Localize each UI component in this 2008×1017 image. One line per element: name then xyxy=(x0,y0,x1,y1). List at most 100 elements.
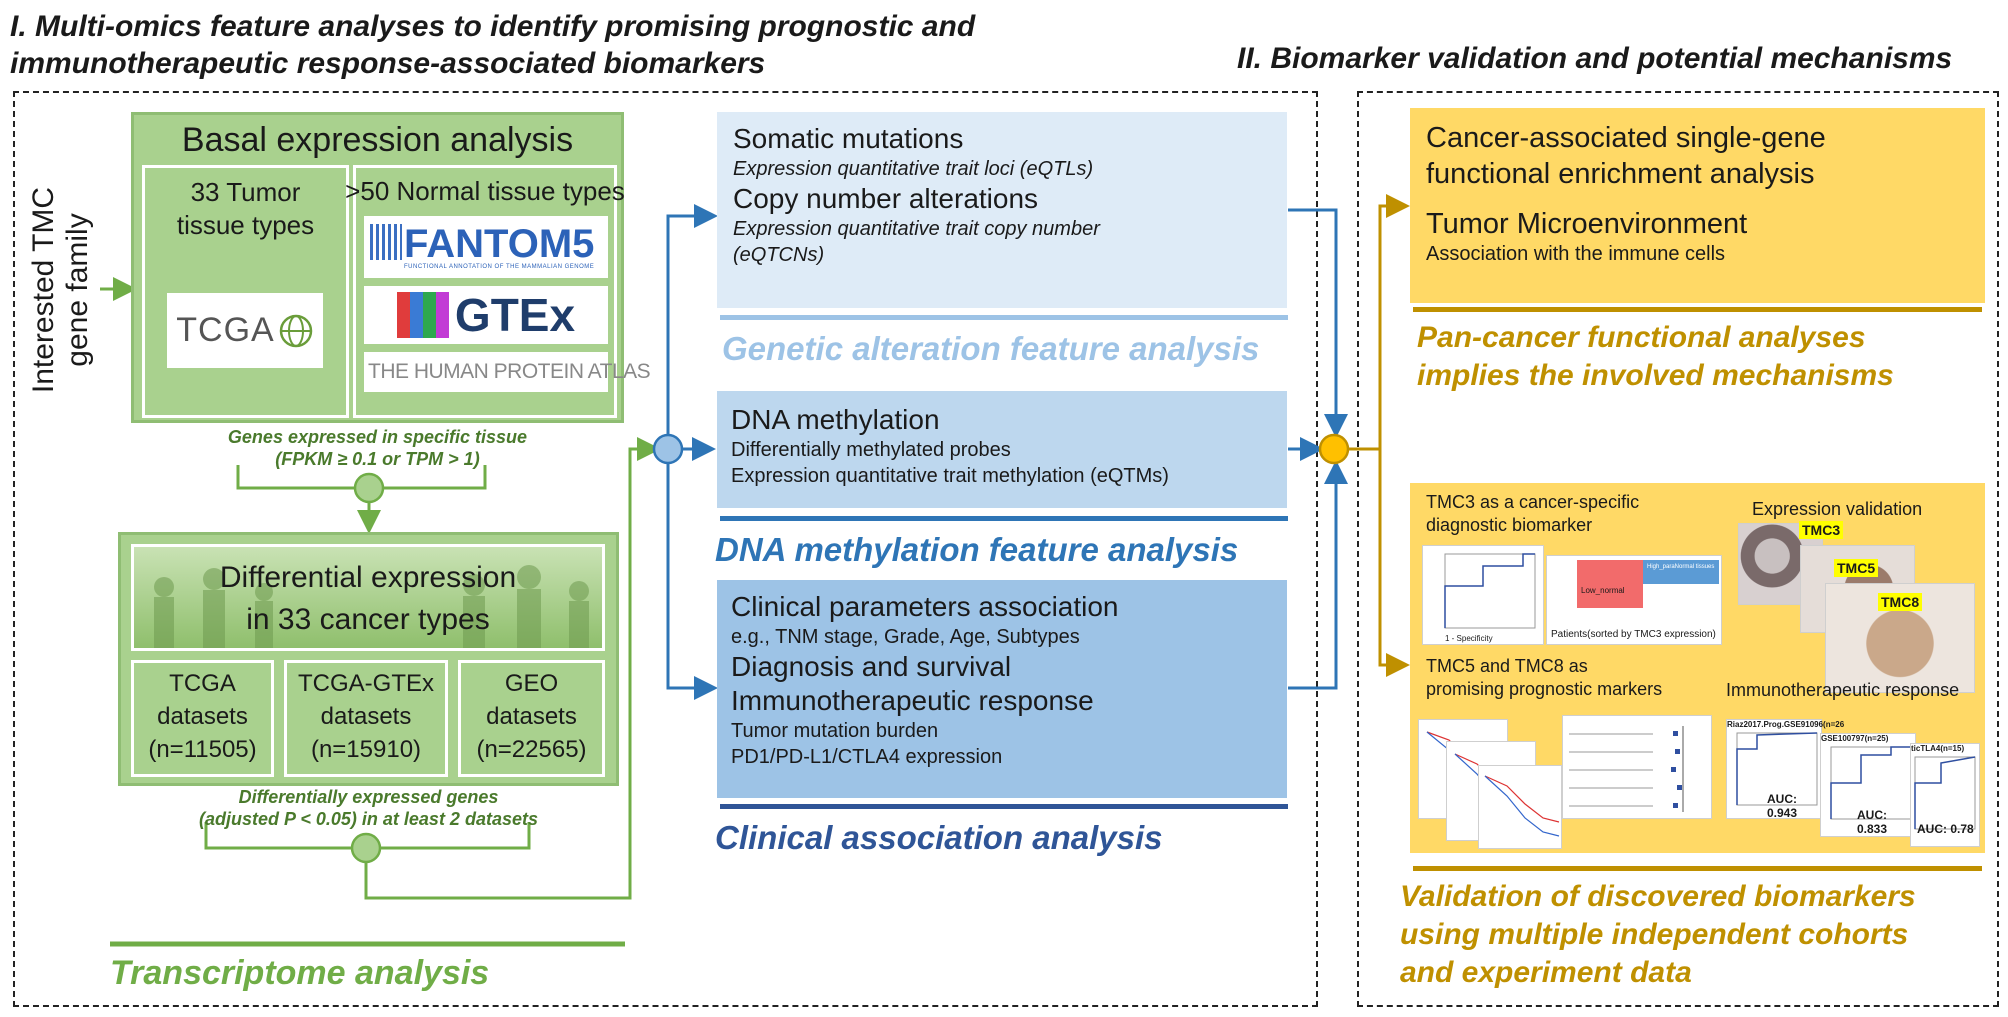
tme-sub: Association with the immune cells xyxy=(1426,243,1726,265)
tumor-tissue-box: 33 Tumor tissue types TCGA xyxy=(142,165,349,418)
basal-right-line xyxy=(382,465,487,490)
functional-heading-line1: Cancer-associated single-gene xyxy=(1426,122,1826,154)
diff-title-box: Differential expression in 33 cancer typ… xyxy=(131,544,605,651)
right-panel xyxy=(1357,91,1999,1007)
validation-box: TMC3 as a cancer-specific diagnostic bio… xyxy=(1410,483,1985,853)
genetic-to-hub xyxy=(1288,208,1348,438)
auc-value-3: AUC: 0.78 xyxy=(1917,822,1974,836)
hub-to-validation xyxy=(1378,449,1410,677)
dataset-count: (n=11505) xyxy=(148,736,257,763)
hpa-logo: THE HUMAN PROTEIN ATLAS xyxy=(364,352,651,392)
diff-title-line2: in 33 cancer types xyxy=(246,603,490,636)
dna-methylation-heading: DNA methylation xyxy=(731,404,940,435)
tag-tmc5: TMC5 xyxy=(1834,559,1879,577)
right-section-title: II. Biomarker validation and potential m… xyxy=(1237,42,1953,75)
tmc3-diagnostic-label: TMC3 as a cancer-specific diagnostic bio… xyxy=(1426,491,1639,537)
left-section-title: I. Multi-omics feature analyses to ident… xyxy=(10,8,975,82)
basal-left-line xyxy=(236,465,357,490)
dmp-label: Differentially methylated probes xyxy=(731,439,1011,461)
input-label: Interested TMC gene family xyxy=(27,186,94,394)
copy-number-alterations: Copy number alterations xyxy=(733,183,1039,214)
tmc3-roc-thumbnail: 1 - Specificity xyxy=(1422,545,1544,645)
dataset-sub: datasets xyxy=(157,703,248,730)
dna-methylation-box: DNA methylation Differentially methylate… xyxy=(717,391,1287,508)
clinical-parameters-heading: Clinical parameters association xyxy=(731,591,1119,622)
heatmap-low-label: Low_normal xyxy=(1581,586,1625,595)
hub-to-functional xyxy=(1348,194,1410,451)
eqtm-label: Expression quantitative trait methylatio… xyxy=(731,465,1169,487)
basal-caption-line2: (FPKM ≥ 0.1 or TPM > 1) xyxy=(275,449,480,469)
merge-node-2 xyxy=(350,832,382,864)
genetic-alteration-box: Somatic mutations Expression quantitativ… xyxy=(717,112,1287,308)
dataset-box-tcga-gtex: TCGA-GTEx datasets (n=15910) xyxy=(284,660,448,777)
dataset-name: TCGA-GTEx xyxy=(298,670,434,697)
yellow-hub-node xyxy=(1318,433,1350,465)
left-title-line2: immunotherapeutic response-associated bi… xyxy=(10,47,766,80)
dataset-sub: datasets xyxy=(486,703,577,730)
functional-rule xyxy=(1413,307,1982,312)
tag-tmc8: TMC8 xyxy=(1878,593,1923,611)
diff-caption-line2: (adjusted P < 0.05) in at least 2 datase… xyxy=(199,809,538,829)
differential-expression-box: Differential expression in 33 cancer typ… xyxy=(118,532,619,786)
roc2-title: GSE100797(n=25) xyxy=(1821,734,1889,743)
tmc3-heatmap-thumbnail: Low_normal High_paraNormal tissues Patie… xyxy=(1546,555,1722,645)
roc3-title: ticTLA4(n=15) xyxy=(1911,744,1965,753)
hub-to-clinical xyxy=(666,463,718,700)
gtex-logo: GTEx xyxy=(364,286,608,344)
diagnosis-survival-heading: Diagnosis and survival xyxy=(731,651,1012,682)
diff-title: Differential expression in 33 cancer typ… xyxy=(134,557,602,641)
tme-heading: Tumor Microenvironment xyxy=(1426,208,1748,240)
pd1-label: PD1/PD-L1/CTLA4 expression xyxy=(731,746,1003,768)
dataset-count: (n=22565) xyxy=(476,736,587,763)
survival-curve-icon xyxy=(1484,775,1560,837)
tmb-label: Tumor mutation burden xyxy=(731,720,939,742)
genetic-rule xyxy=(720,315,1288,320)
functional-heading-line2: functional enrichment analysis xyxy=(1426,158,1815,190)
fantom5-subtext: FUNCTIONAL ANNOTATION OF THE MAMMALIAN G… xyxy=(404,264,595,270)
to-hub-line xyxy=(364,437,661,900)
prognostic-label-line1: TMC5 and TMC8 as xyxy=(1426,656,1588,676)
fantom5-logo: FANTOM5 FUNCTIONAL ANNOTATION OF THE MAM… xyxy=(364,216,608,278)
eqtcn-label: Expression quantitative trait copy numbe… xyxy=(733,218,1100,266)
input-label-wrap: Interested TMC gene family xyxy=(16,160,106,420)
clinical-rule xyxy=(720,804,1288,809)
crowd-silhouette-icon xyxy=(154,565,589,648)
genetic-label: Genetic alteration feature analysis xyxy=(722,330,1260,367)
roc-curve-icon xyxy=(1914,756,1976,830)
functional-label: Pan-cancer functional analyses implies t… xyxy=(1417,319,1894,395)
tag-tmc3: TMC3 xyxy=(1799,521,1844,539)
immuno-roc-2: GSE100797(n=25) AUC: 0.833 xyxy=(1820,733,1916,837)
transcriptome-label: Transcriptome analysis xyxy=(110,954,490,992)
dna-icon xyxy=(396,292,449,338)
diff-right-line xyxy=(380,822,531,850)
validation-label: Validation of discovered biomarkers usin… xyxy=(1400,878,1916,992)
auc-value-1: AUC: 0.943 xyxy=(1767,792,1798,820)
roc1-title: Riaz2017.Prog.GSE91096(n=26 xyxy=(1727,720,1845,729)
dataset-box-geo: GEO datasets (n=22565) xyxy=(458,660,605,777)
immuno-roc-3: ticTLA4(n=15) AUC: 0.78 xyxy=(1910,743,1980,847)
hpa-logo-text: THE HUMAN PROTEIN ATLAS xyxy=(368,360,651,383)
forest-plot-icon xyxy=(1569,726,1684,812)
diff-caption: Differentially expressed genes (adjusted… xyxy=(118,786,619,830)
tmc3-label-line1: TMC3 as a cancer-specific xyxy=(1426,492,1640,512)
diff-title-line1: Differential expression xyxy=(219,561,517,594)
prognostic-label: TMC5 and TMC8 as promising prognostic ma… xyxy=(1426,655,1662,701)
diff-caption-line1: Differentially expressed genes xyxy=(238,787,499,807)
roc-curve-icon xyxy=(1736,732,1818,806)
roc-curve-icon xyxy=(1444,553,1536,629)
dataset-sub: datasets xyxy=(320,703,412,730)
normal-tissue-box: >50 Normal tissue types FANTOM5 FUNCTION… xyxy=(345,165,651,418)
heatmap-high-label: High_paraNormal tissues xyxy=(1647,564,1715,570)
eqtl-label: Expression quantitative trait loci (eQTL… xyxy=(733,158,1094,180)
tmc3-label-line2: diagnostic biomarker xyxy=(1426,515,1593,535)
survival-curve-3 xyxy=(1478,765,1562,849)
basal-title: Basal expression analysis xyxy=(181,121,574,159)
globe-icon xyxy=(279,314,312,347)
dataset-name: TCGA xyxy=(169,670,236,697)
somatic-mutations: Somatic mutations xyxy=(733,123,964,154)
validation-label-line3: and experiment data xyxy=(1400,956,1692,989)
clinical-association-box: Clinical parameters association e.g., TN… xyxy=(717,580,1287,798)
heatmap-axis-label: Patients(sorted by TMC3 expression) xyxy=(1551,629,1716,640)
prognostic-label-line2: promising prognostic markers xyxy=(1426,679,1663,699)
